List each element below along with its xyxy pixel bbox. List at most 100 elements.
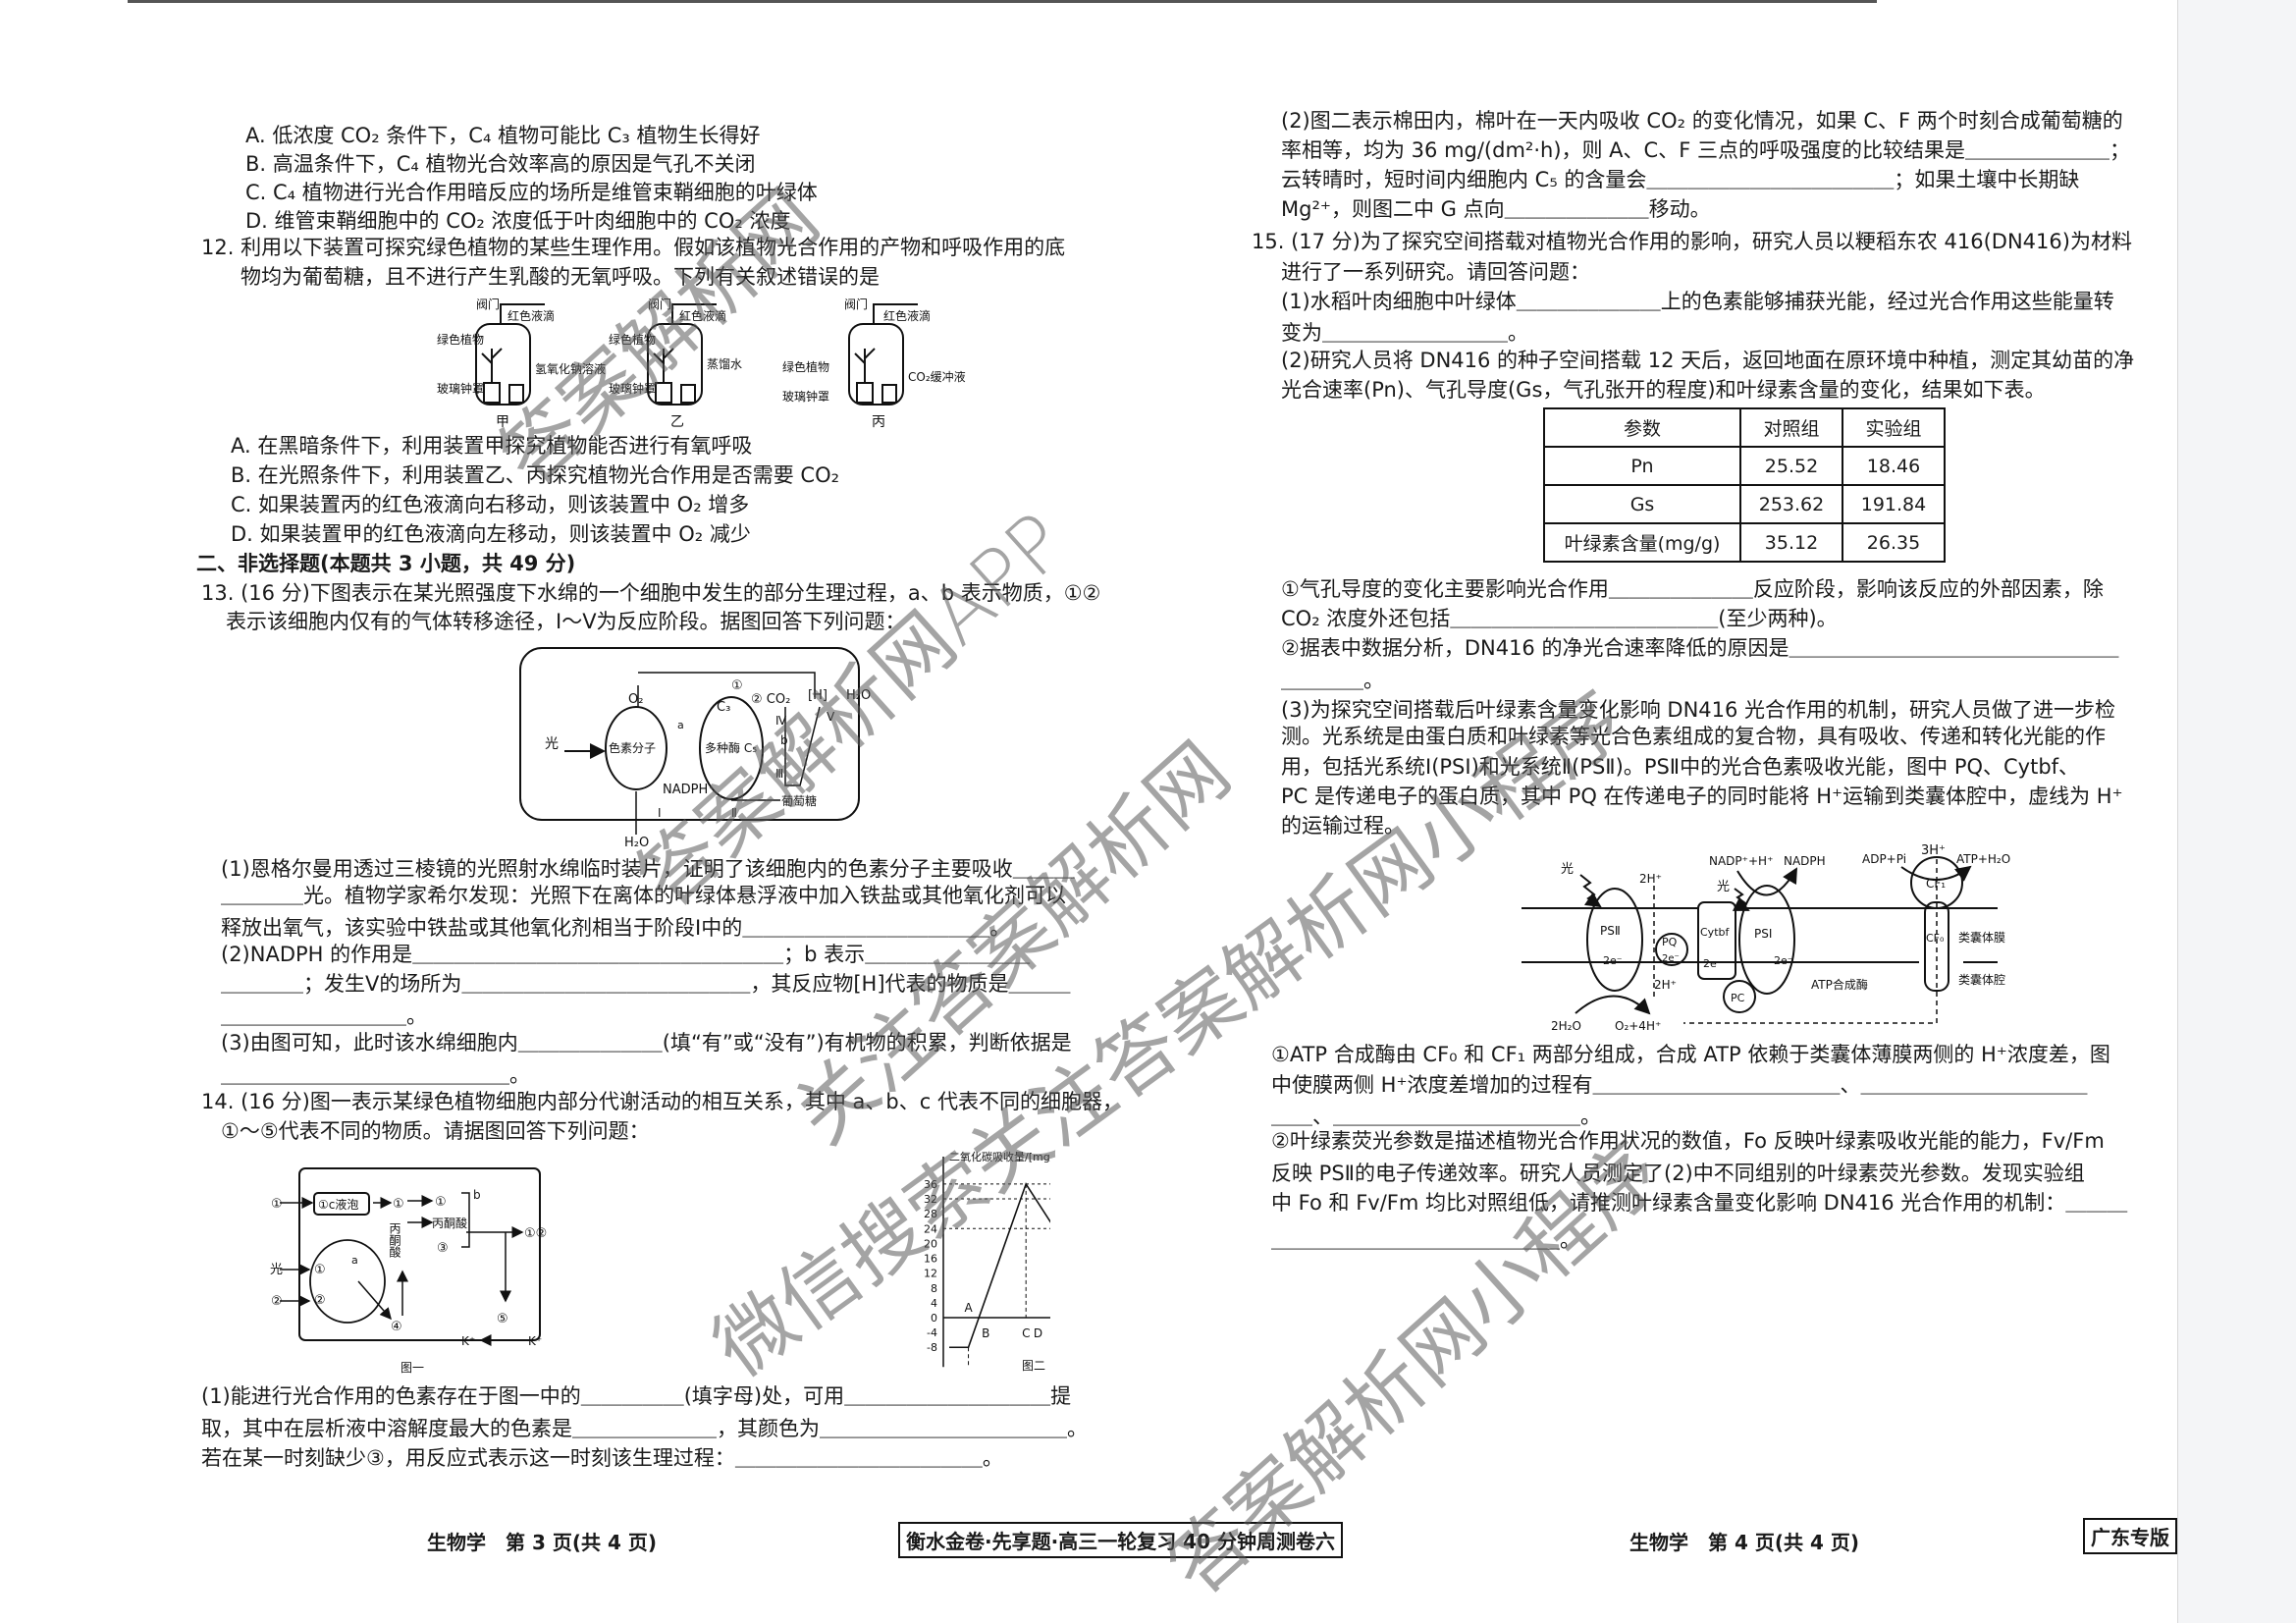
q13-line: (2)NADPH 的作用是＿＿＿＿＿＿＿＿＿＿＿＿＿＿＿＿＿＿；b 表示＿＿＿＿… [221,943,1031,966]
water-label: 蒸馏水 [707,357,742,371]
nadph-label: NADPH [663,783,708,797]
section-heading: 二、非选择题(本题共 3 小题，共 49 分) [196,552,576,575]
q15-line: CO₂ 浓度外还包括＿＿＿＿＿＿＿＿＿＿＿＿＿(至少两种)。 [1281,607,1838,630]
fig1-input-1: ① [271,1197,283,1212]
membrane-label: 类囊体膜 [1958,930,2005,945]
fig2-caption: 图二 [1022,1359,1045,1373]
table-cell: 191.84 [1842,484,1946,524]
q15-line: PC 是传递电子的蛋白质，其中 PQ 在传递电子的同时能将 H⁺运输到类囊体腔中… [1281,784,2123,808]
q15-line: (1)水稻叶肉细胞中叶绿体＿＿＿＿＿＿＿上的色素能够捕获光能，经过光合作用这些能… [1281,290,2114,313]
green-plant-label: 绿色植物 [782,359,829,374]
stage-ii: Ⅱ [731,806,737,820]
stage-i: Ⅰ [658,806,662,820]
fig1-k-right: K⁺ [528,1334,542,1348]
point-label-C: C [1022,1326,1030,1340]
q15-line: 15. (17 分)为了探究空间搭载对植物光合作用的影响，研究人员以粳稻东农 4… [1252,230,2132,253]
q11-option-d: D. 维管束鞘细胞中的 CO₂ 浓度低于叶肉细胞中的 CO₂ 浓度 [245,209,791,233]
q15-line: 光合速率(Pn)、气孔导度(Gs，气孔张开的程度)和叶绿素含量的变化，结果如下表… [1281,378,2046,402]
q12-option-d: D. 如果装置甲的红色液滴向左移动，则该装置中 O₂ 减少 [231,522,751,546]
o2-label: O₂ [628,692,643,707]
fig1-n5: ⑤ [497,1312,508,1326]
q15-line: 进行了一系列研究。请回答问题： [1281,260,1590,284]
glass-dish-label: 玻璃钟罩 [437,381,484,396]
table-cell: 25.52 [1739,446,1843,486]
q13-line: 释放出氧气，该实验中铁盐或其他氧化剂相当于阶段Ⅰ中的＿＿＿＿＿＿＿＿＿＿＿＿。 [221,916,1011,940]
green-plant-label: 绿色植物 [609,332,656,347]
fig1-n3: ③ [437,1241,449,1256]
apparatus-yi: 乙 [670,414,684,430]
h-label: [H] [808,688,828,703]
q11-option-a: A. 低浓度 CO₂ 条件下，C₄ 植物可能比 C₃ 植物生长得好 [245,124,761,147]
q12-apparatus-figure: 阀门 红色液滴 绿色植物 玻璃钟罩 氢氧化钠溶液 阀门 红色液滴 绿色植物 玻璃… [437,297,966,430]
fig1-out12: ①② [524,1226,547,1241]
y-tick-label: -8 [927,1341,937,1354]
valve-label: 阀门 [648,297,671,311]
y-tick-label: 32 [924,1193,937,1206]
e-label: 2e⁻ [1774,954,1793,967]
path-one-label: ① [731,678,743,693]
fig1-n2: ② [314,1293,326,1308]
q15-line: 中 Fo 和 Fv/Fm 均比对照组低，请推测叶绿素含量变化影响 DN416 光… [1271,1191,2128,1215]
q15-line: (2)研究人员将 DN416 的种子空间搭载 12 天后，返回地面在原环境中种植… [1281,349,2135,372]
table-cell: 18.46 [1842,446,1946,486]
co2-label: ② CO₂ [751,692,790,707]
a-label: a [677,719,684,731]
table-row: 叶绿素含量(mg/g) 35.12 26.35 [1543,522,1946,563]
q13-line: (1)恩格尔曼用透过三棱镜的光照射水绵临时装片，证明了该细胞内的色素分子主要吸收… [221,857,1075,881]
y-tick-label: 8 [931,1282,937,1295]
stage-iii: Ⅲ [775,767,783,781]
red-drop-label: 红色液滴 [507,308,555,323]
o2-label: O₂+4H⁺ [1615,1019,1661,1033]
h2-top: 2H⁺ [1639,872,1662,886]
footer-series-title: 衡水金卷·先享题·高三一轮复习 40 分钟周测卷六 [898,1522,1343,1558]
valve-label: 阀门 [844,297,868,311]
q15-line: ①ATP 合成酶由 CF₀ 和 CF₁ 两部分组成，合成 ATP 依赖于类囊体薄… [1271,1043,2110,1066]
e-label: 2e⁻ [1603,954,1623,967]
q15-line: 变为＿＿＿＿＿＿＿＿＿。 [1281,321,1528,345]
red-drop-label: 红色液滴 [679,308,726,323]
table-cell: 253.62 [1739,484,1843,524]
y-tick-label: 16 [924,1253,937,1266]
q14-cont-line: 率相等，均为 36 mg/(dm²·h)，则 A、C、F 三点的呼吸强度的比较结… [1281,138,2130,162]
y-tick-label: 0 [931,1312,937,1325]
h2o-out-label: H₂O [846,688,871,703]
table-header: 实验组 [1842,407,1946,448]
q13-line: ＿＿＿＿＿＿＿＿＿＿＿＿＿＿。 [221,1063,530,1087]
q15-line: 反映 PSⅡ的电子传递效率。研究人员测定了(2)中不同组别的叶绿素荧光参数。发现… [1271,1162,2085,1185]
e-label: 2e⁻ [1662,953,1680,964]
y-tick-label: 20 [924,1237,937,1250]
y-tick-label: -4 [927,1326,937,1339]
fig1-pyruvate-vertical: 丙酮酸 [388,1222,401,1258]
light-1: 光 [1561,862,1574,877]
q14-stem: 14. (16 分)图一表示某绿色植物细胞内部分代谢活动的相互关系，其中 a、b… [201,1090,1123,1113]
red-drop-label: 红色液滴 [883,308,931,323]
q12-option-c: C. 如果装置丙的红色液滴向右移动，则该装置中 O₂ 增多 [231,493,750,516]
q14-cont-line: (2)图二表示棉田内，棉叶在一天内吸收 CO₂ 的变化情况，如果 C、F 两个时… [1281,109,2123,133]
q14-figure-1: ① ①c液泡 光 ② ① a ② ④ ① 丙酮酸 ① b 丙酮酸 ③ ①② ⑤ … [270,1167,547,1375]
q15-line: ＿＿、＿＿＿＿＿＿＿＿＿＿＿＿。 [1271,1105,1601,1128]
edition-badge: 广东专版 [2083,1518,2177,1554]
apparatus-bing: 丙 [872,414,885,430]
q14-figure-2-chart: 二氧化碳吸收量/[mg/(dm²·h)]时间-8-404812162024283… [924,1150,1050,1373]
q15-line: 测。光系统是由蛋白质和叶绿素等光合色素组成的复合物，具有吸收、传递和转化光能的作 [1281,725,2106,748]
q15-line: 用，包括光系统Ⅰ(PSⅠ)和光系统Ⅱ(PSⅡ)。PSⅡ中的光合色素吸收光能，图中… [1281,755,2080,779]
q15-line: 的运输过程。 [1281,814,1405,838]
fig1-n1: ① [314,1263,326,1277]
table-header: 参数 [1543,407,1741,448]
page-4: (2)图二表示棉田内，棉叶在一天内吸收 CO₂ 的变化情况，如果 C、F 两个时… [1247,0,2177,1623]
fig1-k-left: K⁺ [461,1334,475,1348]
h3-label: 3H⁺ [1921,843,1946,858]
q14-cont-line: Mg²⁺，则图二中 G 点向＿＿＿＿＿＿＿移动。 [1281,197,1711,221]
lumen-label: 类囊体腔 [1958,972,2005,987]
footer-page-4: 生物学 第 4 页(共 4 页) [1629,1531,1859,1554]
fig1-vacuole: ①c液泡 [318,1197,358,1212]
table-cell: Gs [1543,484,1741,524]
q12-stem: 物均为葡萄糖，且不进行产生乳酸的无氧呼吸。下列有关叙述错误的是 [240,265,880,289]
psi-label: PSⅠ [1754,927,1772,941]
q15-line: ＿＿＿＿＿＿＿＿＿＿＿＿＿＿。 [1271,1228,1580,1252]
apparatus-jia: 甲 [496,414,509,430]
q13-line: (3)由图可知，此时该水绵细胞内＿＿＿＿＿＿＿(填“有”或“没有”)有机物的积累… [221,1031,1072,1055]
q13-stem: 13. (16 分)下图表示在某光照强度下水绵的一个细胞中发生的部分生理过程，a… [201,581,1101,605]
pigment-label: 色素分子 [609,741,656,755]
nadph-label: NADPH [1784,854,1826,868]
